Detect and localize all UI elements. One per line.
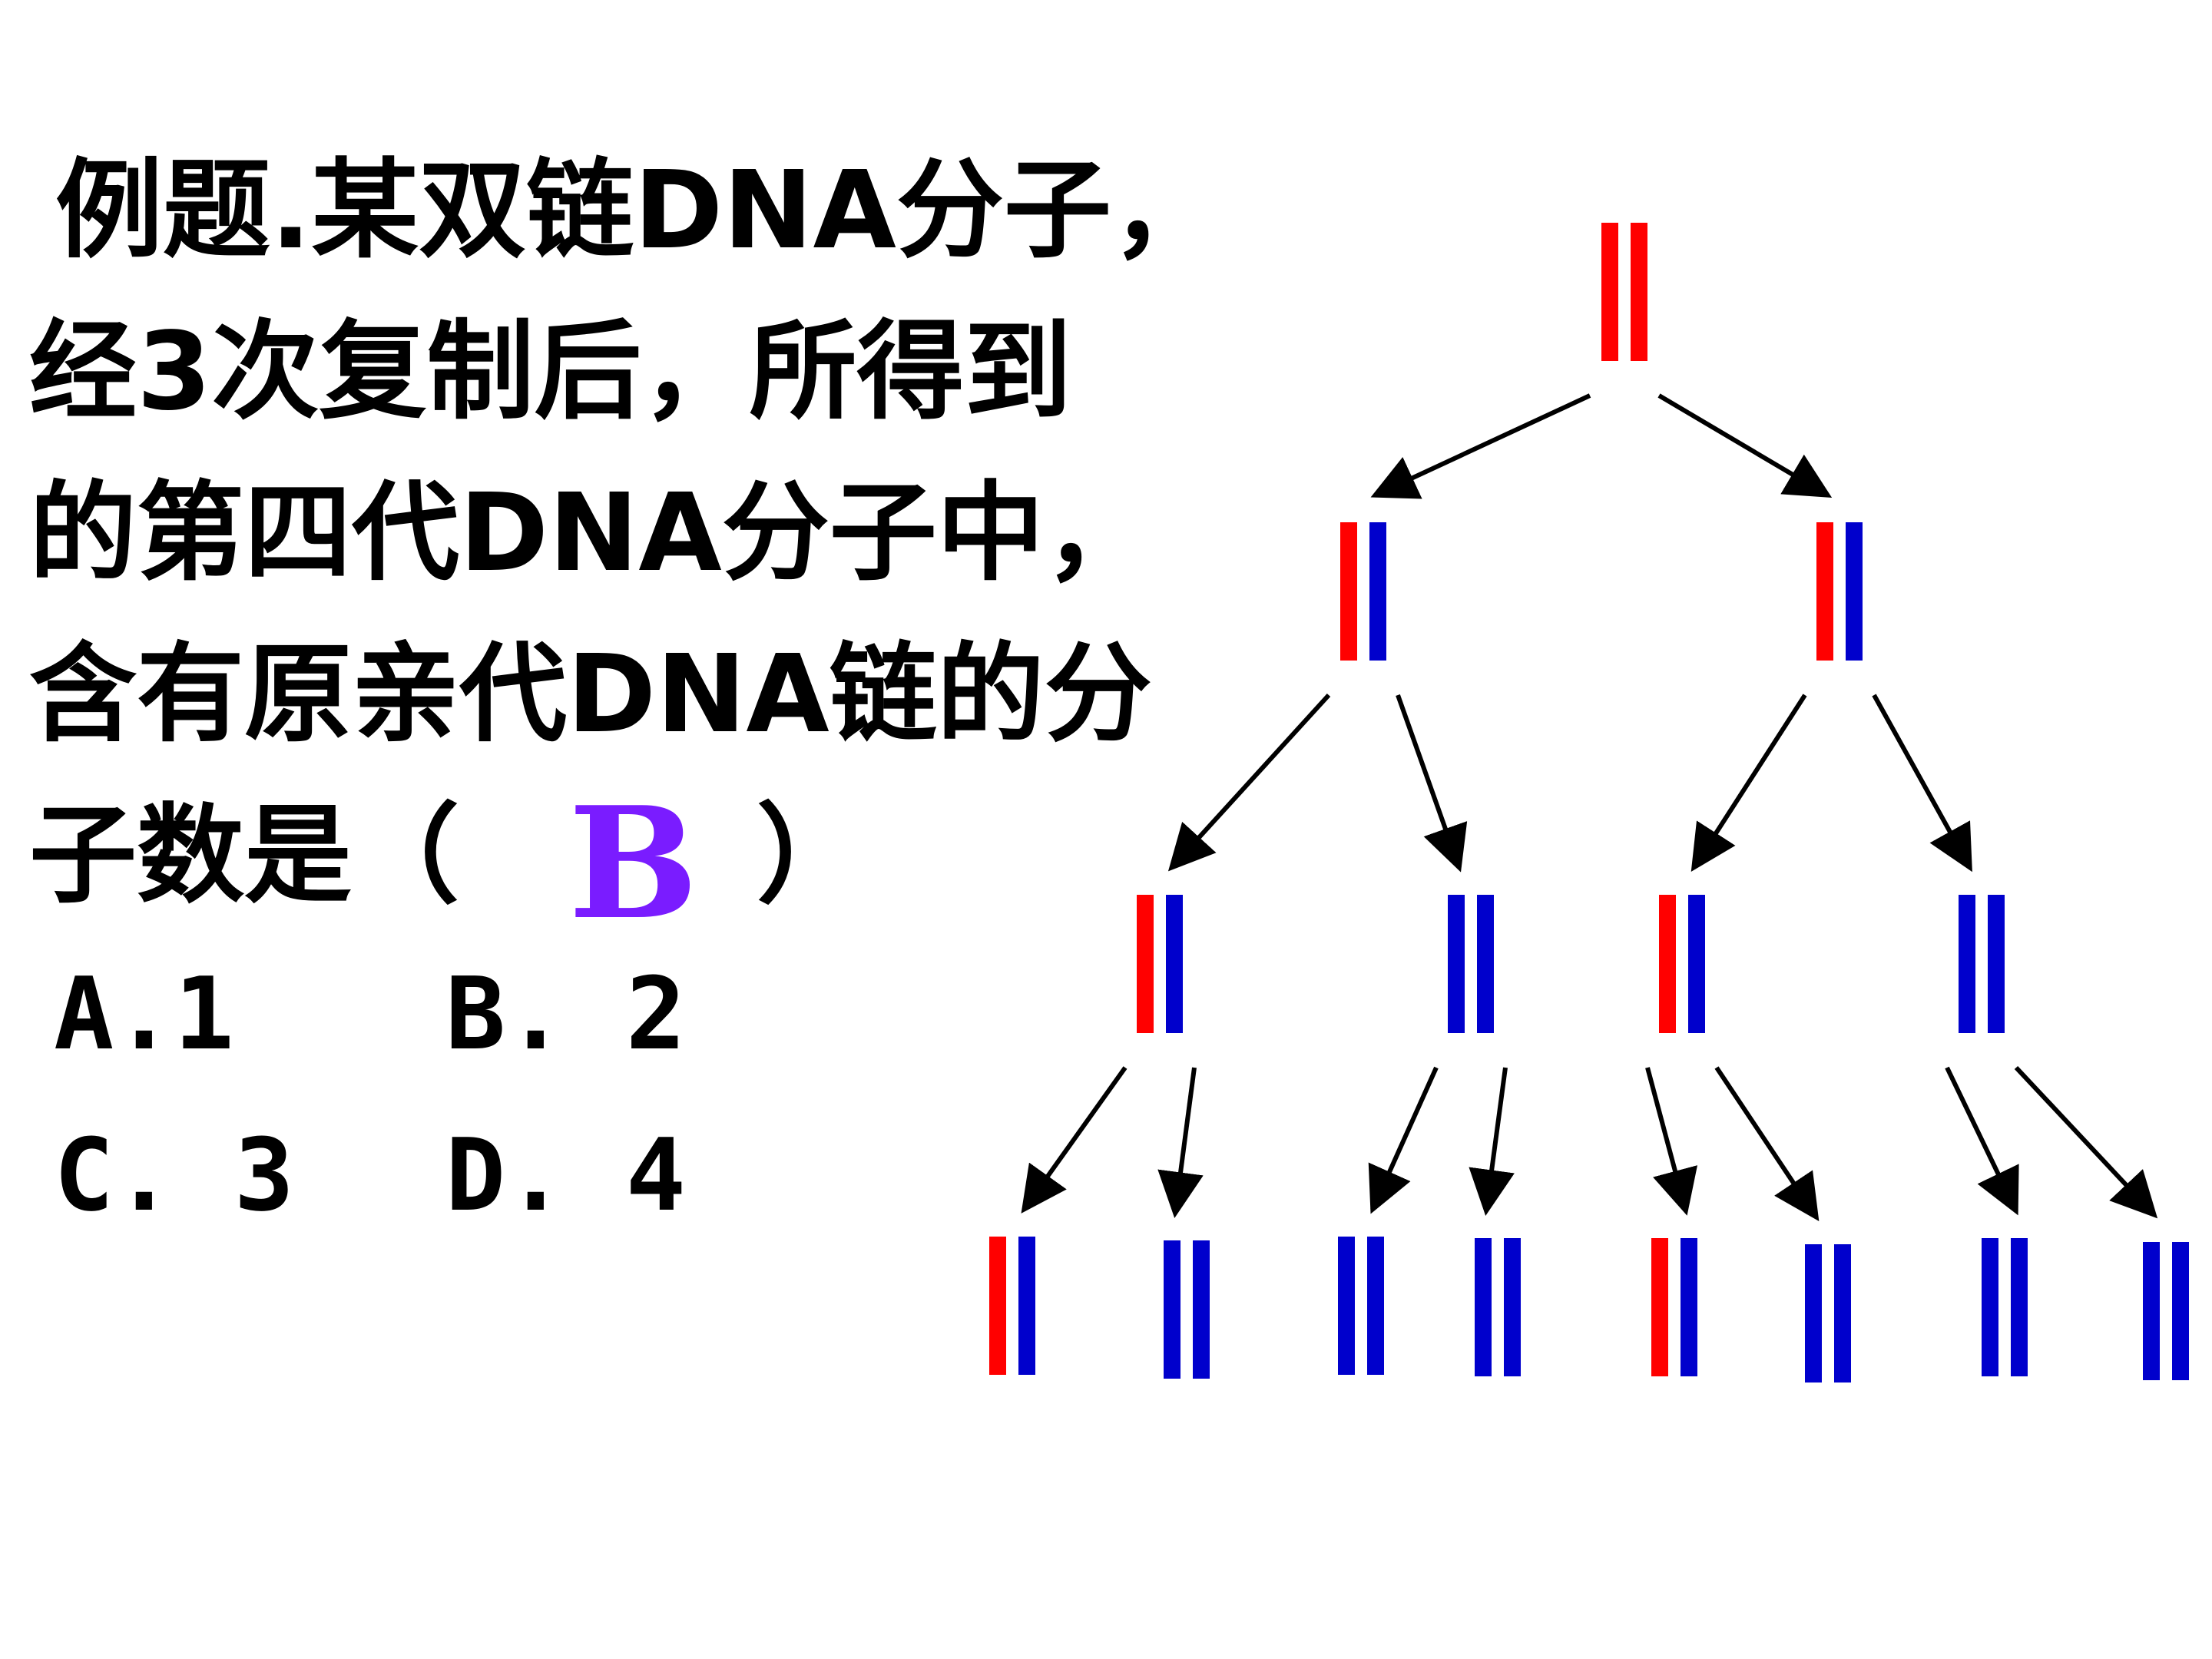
new-strand	[1834, 1244, 1851, 1382]
dna-molecule-g4-2	[1164, 1240, 1210, 1379]
new-strand	[1193, 1240, 1210, 1379]
parent-strand	[1340, 522, 1357, 661]
new-strand	[2143, 1242, 2160, 1380]
replication-arrow	[1714, 1066, 1820, 1221]
replication-arrow	[1157, 1067, 1204, 1218]
dna-molecule-g3-1	[1137, 895, 1183, 1033]
dna-molecule-g3-3	[1659, 895, 1705, 1033]
dna-molecule-g4-4	[1475, 1238, 1521, 1376]
option-a: A.1	[54, 955, 234, 1072]
replication-arrow	[1167, 693, 1331, 872]
question-line-1: 例题.某双链DNA分子，	[55, 148, 1219, 273]
closing-paren: ）	[757, 793, 865, 919]
question-line-5: 子数是（	[29, 803, 459, 910]
option-b: B. 2	[445, 955, 687, 1072]
question-line-5-prefix: 子数是（	[29, 793, 460, 919]
dna-molecule-g4-7	[1982, 1238, 2028, 1376]
new-strand	[1367, 1237, 1384, 1375]
new-strand	[1018, 1237, 1035, 1375]
dna-molecule-g2-2	[1816, 522, 1863, 661]
dna-molecule-g3-4	[1959, 895, 2005, 1033]
answer-letter: B	[568, 773, 699, 954]
new-strand	[1982, 1238, 1998, 1376]
dna-molecule-g4-6	[1805, 1244, 1851, 1382]
dna-molecule-g1-1	[1601, 223, 1647, 361]
new-strand	[1805, 1244, 1822, 1382]
replication-arrow	[1396, 694, 1468, 873]
parent-strand	[1651, 1238, 1668, 1376]
option-c: C. 3	[54, 1117, 295, 1233]
replication-arrow	[1469, 1067, 1515, 1216]
dna-molecule-g2-1	[1340, 522, 1386, 661]
new-strand	[1846, 522, 1863, 661]
replication-arrow	[1645, 1067, 1698, 1216]
new-strand	[1164, 1240, 1181, 1379]
new-strand	[1988, 895, 2005, 1033]
replication-arrow	[1690, 694, 1807, 873]
new-strand	[2172, 1242, 2189, 1380]
dna-molecule-g3-2	[1448, 895, 1494, 1033]
option-d: D. 4	[445, 1117, 687, 1233]
replication-arrow	[1657, 393, 1833, 498]
dna-molecules	[989, 223, 2189, 1382]
new-strand	[1681, 1238, 1697, 1376]
replication-arrow	[1370, 393, 1591, 499]
new-strand	[1338, 1237, 1355, 1375]
question-line-2: 经3次复制后，所得到	[29, 310, 1072, 435]
dna-molecule-g4-8	[2143, 1242, 2189, 1380]
new-strand	[1369, 522, 1386, 661]
new-strand	[2011, 1238, 2028, 1376]
parent-strand	[1816, 522, 1833, 661]
dna-molecule-g4-5	[1651, 1238, 1697, 1376]
parent-strand	[1631, 223, 1647, 361]
parent-strand	[989, 1237, 1006, 1375]
new-strand	[1477, 895, 1494, 1033]
question-line-3: 的第四代DNA分子中，	[29, 471, 1152, 596]
dna-molecule-g4-3	[1338, 1237, 1384, 1375]
replication-arrow	[1021, 1066, 1128, 1214]
replication-arrow	[2014, 1065, 2158, 1219]
parent-strand	[1137, 895, 1154, 1033]
new-strand	[1959, 895, 1975, 1033]
new-strand	[1688, 895, 1705, 1033]
replication-arrow	[1945, 1066, 2019, 1216]
replication-arrow	[1872, 694, 1972, 873]
new-strand	[1504, 1238, 1521, 1376]
parent-strand	[1601, 223, 1618, 361]
question-line-4: 含有原亲代DNA链的分	[29, 632, 1152, 757]
new-strand	[1475, 1238, 1492, 1376]
dna-molecule-g4-1	[989, 1237, 1035, 1375]
replication-arrow	[1368, 1066, 1439, 1214]
new-strand	[1448, 895, 1465, 1033]
parent-strand	[1659, 895, 1676, 1033]
replication-arrows	[1021, 393, 2158, 1221]
new-strand	[1166, 895, 1183, 1033]
